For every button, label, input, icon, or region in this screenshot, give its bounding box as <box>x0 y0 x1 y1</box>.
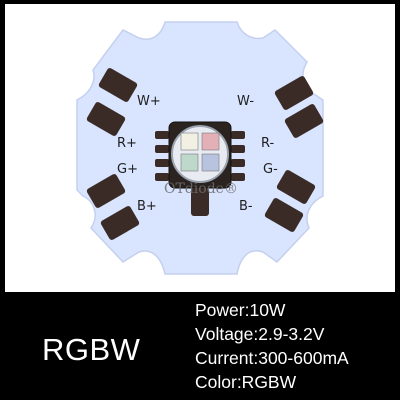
label-g-minus: G- <box>263 162 278 177</box>
spec-current: Current:300-600mA <box>195 348 349 368</box>
pad-g-minus-outer <box>276 170 316 204</box>
label-w-plus: W+ <box>137 94 161 109</box>
spec-list: Power:10W Voltage:2.9-3.2V Current:300-6… <box>195 298 349 394</box>
pad-w-plus <box>98 68 138 102</box>
label-g-plus: G+ <box>117 162 138 177</box>
label-r-minus: R- <box>261 136 275 151</box>
led-chip-white <box>180 132 199 151</box>
pad-r-minus-outer <box>284 104 324 138</box>
led-board-illustration: W+ R+ G+ B+ W- R- G- B- <box>76 21 324 275</box>
spec-color: Color:RGBW <box>195 372 297 392</box>
thermal-pad <box>191 188 209 216</box>
label-w-minus: W- <box>237 94 254 109</box>
label-r-plus: R+ <box>117 136 137 151</box>
pad-r-plus-outer <box>86 102 126 136</box>
spec-voltage: Voltage:2.9-3.2V <box>195 324 325 344</box>
led-chip-red <box>201 132 220 151</box>
led-board-photo: W+ R+ G+ B+ W- R- G- B- <box>5 4 395 292</box>
led-chip-green <box>180 153 199 172</box>
label-b-plus: B+ <box>137 199 157 214</box>
led-chip-blue <box>201 153 220 172</box>
pad-b-plus-outer <box>100 206 140 240</box>
brand-watermark: OTdiode® <box>164 181 238 197</box>
pad-g-plus-outer <box>86 174 126 208</box>
product-name: RGBW <box>42 332 141 367</box>
led-lens <box>171 125 229 183</box>
pad-w-minus <box>274 76 314 110</box>
label-b-minus: B- <box>239 199 253 214</box>
spec-power: Power:10W <box>195 300 286 320</box>
led-package-pins <box>155 131 245 181</box>
pad-b-minus-outer <box>264 198 304 232</box>
